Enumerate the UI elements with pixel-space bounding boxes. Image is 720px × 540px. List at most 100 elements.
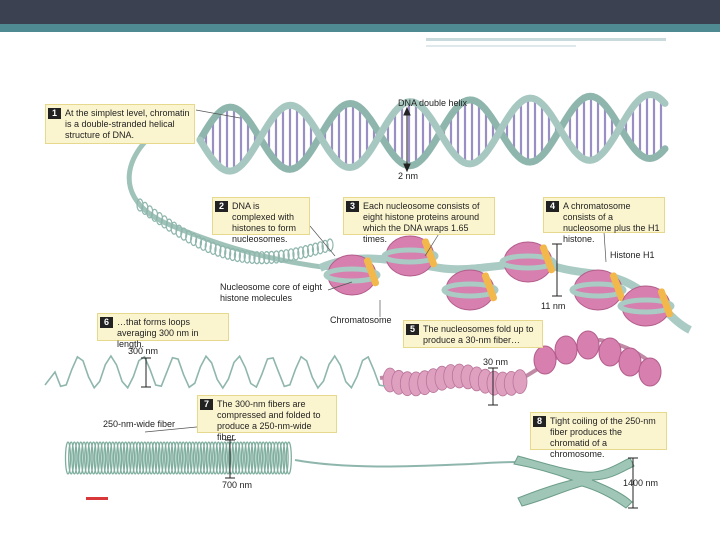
label-two-nm: 2 nm (398, 171, 419, 181)
coil-turn (154, 441, 161, 475)
callout-5: 5 The nucleosomes fold up to produce a 3… (403, 320, 543, 348)
coil-turn (128, 441, 136, 475)
coil-turn (279, 441, 286, 475)
coil-turn (185, 230, 193, 244)
coil-turn (306, 243, 315, 257)
coil-turn (202, 441, 209, 475)
coil-turn (136, 198, 144, 212)
nucleosome-string (323, 235, 675, 327)
histone-h1 (539, 244, 556, 274)
coil-turn (212, 441, 219, 475)
callout-number: 8 (533, 416, 546, 427)
coil-turn (189, 441, 196, 475)
coil-turn (151, 208, 159, 222)
coil-turn (165, 218, 173, 232)
callout-text: Tight coiling of the 250-nm fiber produc… (550, 416, 656, 459)
fiber-bead (638, 357, 662, 387)
fiber-tail (294, 459, 521, 468)
three-hundred-nm-loops (44, 354, 386, 390)
label-seven-hundred-nm: 700 nm (222, 480, 253, 490)
coil-turn (194, 235, 203, 249)
coil-turn (276, 441, 283, 475)
coil-turn (204, 239, 212, 254)
wrapping-dna (381, 247, 439, 265)
callout-number: 2 (215, 201, 228, 212)
fiber-bead (618, 347, 642, 377)
coil-turn (316, 241, 324, 255)
coil-turn (215, 441, 222, 475)
coil-turn (186, 441, 193, 475)
coil-turn (250, 441, 257, 475)
coil-turn (71, 441, 78, 475)
coil-turn (199, 237, 207, 251)
coil-turn (292, 247, 300, 261)
coil-turn (80, 441, 88, 475)
coil-turn (326, 238, 334, 252)
decorative-rule-short (426, 45, 576, 47)
coil-turn (64, 441, 72, 475)
coil-turn (151, 441, 158, 475)
coil-turn (240, 441, 248, 475)
coil-turn (141, 441, 148, 475)
callout-text: …that forms loops averaging 300 nm in le… (117, 317, 199, 349)
red-mark (86, 497, 108, 500)
fiber-bead (598, 337, 622, 367)
coil-turn (87, 441, 94, 475)
looped-fiber (44, 354, 386, 390)
histone-h1 (481, 272, 498, 302)
callout-number: 6 (100, 317, 113, 328)
coil-turn (244, 441, 251, 475)
callout-6: 6 …that forms loops averaging 300 nm in … (97, 313, 229, 349)
dna-double-helix (196, 90, 669, 175)
coil-turn (93, 441, 100, 475)
coil-turn (170, 441, 177, 475)
coil-turn (112, 441, 120, 475)
fiber-bead (554, 335, 578, 365)
histone-h1 (421, 238, 438, 268)
callout-text: At the simplest level, chromatin is a do… (65, 108, 190, 140)
label-eleven-nm: 11 nm (541, 301, 566, 311)
coil-turn (180, 441, 187, 475)
callout-7: 7 The 300-nm fibers are compressed and f… (197, 395, 337, 442)
coil-turn (267, 250, 276, 264)
wrapping-dna (441, 281, 499, 299)
callout-2: 2 DNA is complexed with histones to form… (212, 197, 310, 244)
label-three-hundred-nm: 300 nm (128, 346, 159, 356)
coil-turn (175, 224, 183, 238)
fiber-bead (512, 369, 528, 395)
wrapping-dna (499, 253, 557, 271)
histone-h1 (657, 288, 674, 318)
wrapping-dna (569, 281, 627, 299)
coil-turn (247, 441, 254, 475)
callout-8: 8 Tight coiling of the 250-nm fiber prod… (530, 412, 667, 459)
coil-turn (233, 248, 241, 263)
leader-lines (144, 109, 607, 433)
coil-turn (277, 249, 285, 263)
label-dna-double-helix: DNA double helix (398, 98, 468, 108)
coil-turn (77, 441, 84, 475)
coil-turn (228, 441, 235, 475)
coil-turn (237, 441, 244, 475)
coil-turn (132, 441, 139, 475)
coil-turn (214, 243, 222, 257)
coil-turn (146, 205, 154, 219)
coil-turn (106, 441, 113, 475)
coil-turn (109, 441, 116, 475)
dna-strand-tail (126, 115, 331, 271)
coil-turn (116, 441, 123, 475)
coil-turn (192, 441, 200, 475)
coil-turn (173, 441, 180, 475)
seven-hundred-nm-arrow (225, 439, 235, 479)
coil-turn (157, 441, 164, 475)
coil-turn (263, 251, 271, 265)
slide-header-bar (0, 0, 720, 24)
chromosome (513, 455, 635, 509)
coil-turn (285, 441, 292, 475)
coil-turn (167, 441, 174, 475)
coil-turn (321, 239, 329, 253)
coil-turn (196, 441, 203, 475)
coil-turn (183, 441, 190, 475)
two-nm-arrow (403, 106, 411, 173)
coil-turn (100, 441, 107, 475)
coil-turn (180, 227, 188, 241)
